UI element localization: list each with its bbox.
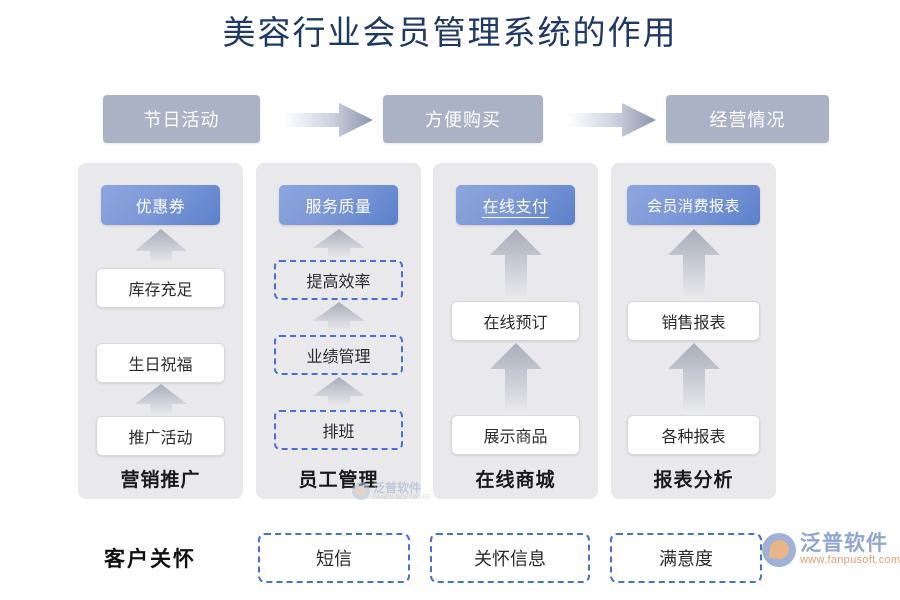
- column-header-online-mall[interactable]: 在线支付: [456, 185, 575, 225]
- up-arrow-icon: [668, 343, 720, 415]
- up-arrow-icon: [135, 229, 187, 265]
- right-arrow-icon: [568, 103, 656, 137]
- column-cell-reports-2[interactable]: 各种报表: [627, 415, 760, 455]
- care-item-satisfaction[interactable]: 满意度: [610, 533, 762, 583]
- column-cell-online-mall-1[interactable]: 在线预订: [451, 301, 580, 341]
- column-cell-marketing-2[interactable]: 生日祝福: [96, 343, 225, 383]
- column-footer-marketing: 营销推广: [120, 470, 201, 491]
- up-arrow-icon: [313, 377, 365, 407]
- column-cell-staff-2[interactable]: 业绩管理: [274, 335, 403, 375]
- care-item-care-message[interactable]: 关怀信息: [430, 533, 590, 583]
- column-cell-marketing-3[interactable]: 推广活动: [96, 416, 225, 456]
- up-arrow-icon: [490, 229, 542, 301]
- column-cell-online-mall-2[interactable]: 展示商品: [451, 415, 580, 455]
- watermark-small: 泛普软件 FANPU SOFTWARE: [352, 482, 431, 501]
- watermark-small-sub: FANPU SOFTWARE: [373, 494, 432, 501]
- column-cell-marketing-1[interactable]: 库存充足: [96, 268, 225, 308]
- column-header-staff[interactable]: 服务质量: [279, 185, 398, 225]
- up-arrow-icon: [313, 229, 365, 259]
- fanpu-logo-icon: [352, 482, 370, 501]
- column-panel-online-mall: 在线支付 在线预订 展示商品 在线商城: [433, 163, 598, 499]
- watermark-logo: 泛普软件 www.fanpusoft.com: [762, 533, 900, 567]
- column-footer-reports: 报表分析: [653, 470, 734, 491]
- column-header-online-mall-text: 在线支付: [482, 193, 549, 218]
- column-panel-marketing: 优惠券 库存充足 生日祝福 推广活动 营销推广: [78, 163, 243, 499]
- up-arrow-icon: [668, 229, 720, 301]
- up-arrow-icon: [490, 343, 542, 415]
- column-panel-reports: 会员消费报表 销售报表 各种报表 报表分析: [611, 163, 776, 499]
- fanpu-logo-icon: [762, 533, 796, 567]
- column-panel-staff: 服务质量 提高效率 业绩管理: [256, 163, 421, 499]
- care-row-label: 客户关怀: [104, 547, 196, 571]
- up-arrow-icon: [135, 384, 187, 416]
- column-header-marketing[interactable]: 优惠券: [101, 185, 220, 225]
- page-title: 美容行业会员管理系统的作用: [222, 16, 678, 52]
- watermark-url: www.fanpusoft.com: [800, 554, 900, 567]
- column-header-reports[interactable]: 会员消费报表: [627, 185, 760, 225]
- column-cell-staff-3[interactable]: 排班: [274, 410, 403, 450]
- top-flow-step-1[interactable]: 节日活动: [103, 95, 260, 143]
- column-footer-online-mall: 在线商城: [475, 470, 556, 491]
- top-flow-step-3[interactable]: 经营情况: [666, 95, 829, 143]
- column-cell-reports-1[interactable]: 销售报表: [627, 301, 760, 341]
- top-flow-step-2[interactable]: 方便购买: [383, 95, 543, 143]
- watermark-brand: 泛普软件: [800, 532, 888, 556]
- up-arrow-icon: [313, 302, 365, 332]
- care-item-sms[interactable]: 短信: [258, 533, 410, 583]
- watermark-small-brand: 泛普软件: [373, 481, 422, 495]
- right-arrow-icon: [285, 103, 373, 137]
- column-cell-staff-1[interactable]: 提高效率: [274, 260, 403, 300]
